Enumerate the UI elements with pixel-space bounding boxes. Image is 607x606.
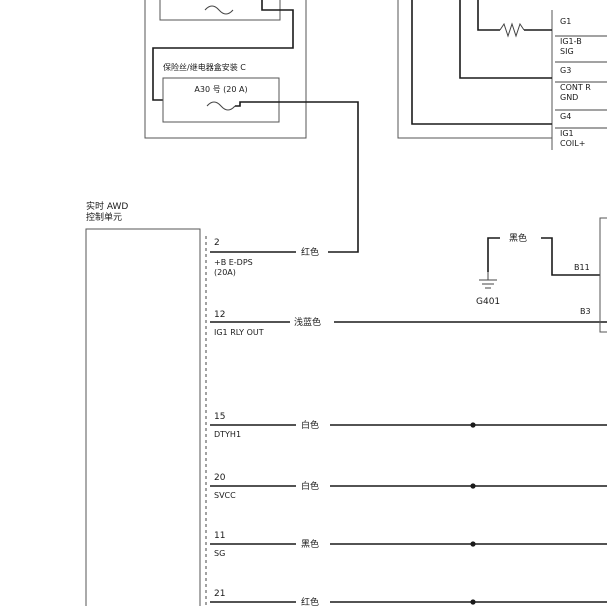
pin-21-wire-color: 红色 bbox=[301, 596, 319, 606]
pin-2-wire-color: 红色 bbox=[301, 246, 319, 258]
pin-15-number: 15 bbox=[214, 412, 225, 422]
relay-pin-ig1-name: COIL+ bbox=[560, 139, 585, 148]
ground-symbol bbox=[479, 272, 497, 289]
relay-pin-ig1b: IG1-B bbox=[560, 37, 582, 46]
awd-control-unit bbox=[85, 228, 201, 606]
relay-pin-cont: CONT R bbox=[560, 83, 591, 92]
ground-wire-color: 黑色 bbox=[509, 232, 527, 244]
ground-wire-left bbox=[487, 237, 500, 272]
pin-11-number: 11 bbox=[214, 531, 225, 541]
pin-11-name: SG bbox=[214, 549, 225, 558]
pin-11: 11 黑色 SG bbox=[210, 531, 607, 558]
resistor-symbol bbox=[499, 22, 525, 38]
relay-sig-wire bbox=[459, 0, 552, 79]
pin-12-number: 12 bbox=[214, 310, 225, 320]
pin-2-name2: (20A) bbox=[214, 268, 236, 277]
relay-coil-wire bbox=[411, 0, 552, 125]
pin-2-name: +B E-DPS bbox=[214, 258, 253, 267]
pin-15-wire-color: 白色 bbox=[301, 419, 319, 431]
resistor-lead-left bbox=[477, 0, 500, 31]
control-unit-title-1: 实时 AWD bbox=[86, 200, 128, 212]
pin-20-name: SVCC bbox=[214, 491, 236, 500]
upper-fuse-symbol bbox=[204, 5, 234, 15]
fuse-a30-symbol bbox=[206, 101, 236, 111]
fuse-box-title: 保险丝/继电器盒安装 C bbox=[163, 62, 246, 72]
ground-wire-right bbox=[541, 237, 600, 276]
pin-21-splice bbox=[470, 599, 476, 605]
ground-connector-pin-b11: B11 bbox=[574, 263, 590, 272]
pin-12-wire-color: 浅蓝色 bbox=[294, 316, 321, 328]
ground-connector-pin-b3: B3 bbox=[580, 307, 591, 316]
pin-11-splice bbox=[470, 541, 476, 547]
fuse-output-wire bbox=[235, 101, 359, 253]
fuse-a30-label: A30 号 (20 A) bbox=[194, 85, 247, 94]
pin-15: 15 白色 DTYH1 bbox=[210, 412, 607, 439]
relay-pin-ig1b-name: SIG bbox=[560, 47, 574, 56]
fuse-feed-wire bbox=[152, 0, 294, 101]
relay-pin-cont-name: GND bbox=[560, 93, 578, 102]
pin-2-number: 2 bbox=[214, 238, 220, 248]
relay-frame bbox=[397, 0, 552, 139]
ground-g401: 黑色 G401 B11 B3 bbox=[476, 217, 607, 333]
pin-20-wire-color: 白色 bbox=[301, 480, 319, 492]
relay-pin-g4: G4 bbox=[560, 112, 571, 121]
pin-2: 2 红色 +B E-DPS (20A) bbox=[210, 238, 352, 277]
pin-11-wire-color: 黑色 bbox=[301, 538, 319, 550]
relay-pin-ig1: IG1 bbox=[560, 129, 574, 138]
relay-pin-g1: G1 bbox=[560, 17, 571, 26]
relay-pin-g3: G3 bbox=[560, 66, 571, 75]
pin-12: 12 浅蓝色 IG1 RLY OUT bbox=[210, 310, 607, 337]
fuse-relay-box-frame bbox=[144, 0, 307, 139]
fuse-a30-box bbox=[162, 77, 280, 123]
pin-20-splice bbox=[470, 483, 476, 489]
pin-21-number: 21 bbox=[214, 589, 225, 599]
pin-15-name: DTYH1 bbox=[214, 430, 241, 439]
right-connector-edge bbox=[599, 217, 607, 333]
ground-id: G401 bbox=[476, 297, 500, 307]
pin-21: 21 红色 bbox=[210, 589, 607, 606]
pin-15-splice bbox=[470, 422, 476, 428]
pin-12-name: IG1 RLY OUT bbox=[214, 328, 264, 337]
relay-pin-dividers bbox=[555, 35, 607, 129]
pin-20-number: 20 bbox=[214, 473, 226, 483]
control-unit-title-2: 控制单元 bbox=[86, 211, 122, 223]
pin-20: 20 白色 SVCC bbox=[210, 473, 607, 500]
